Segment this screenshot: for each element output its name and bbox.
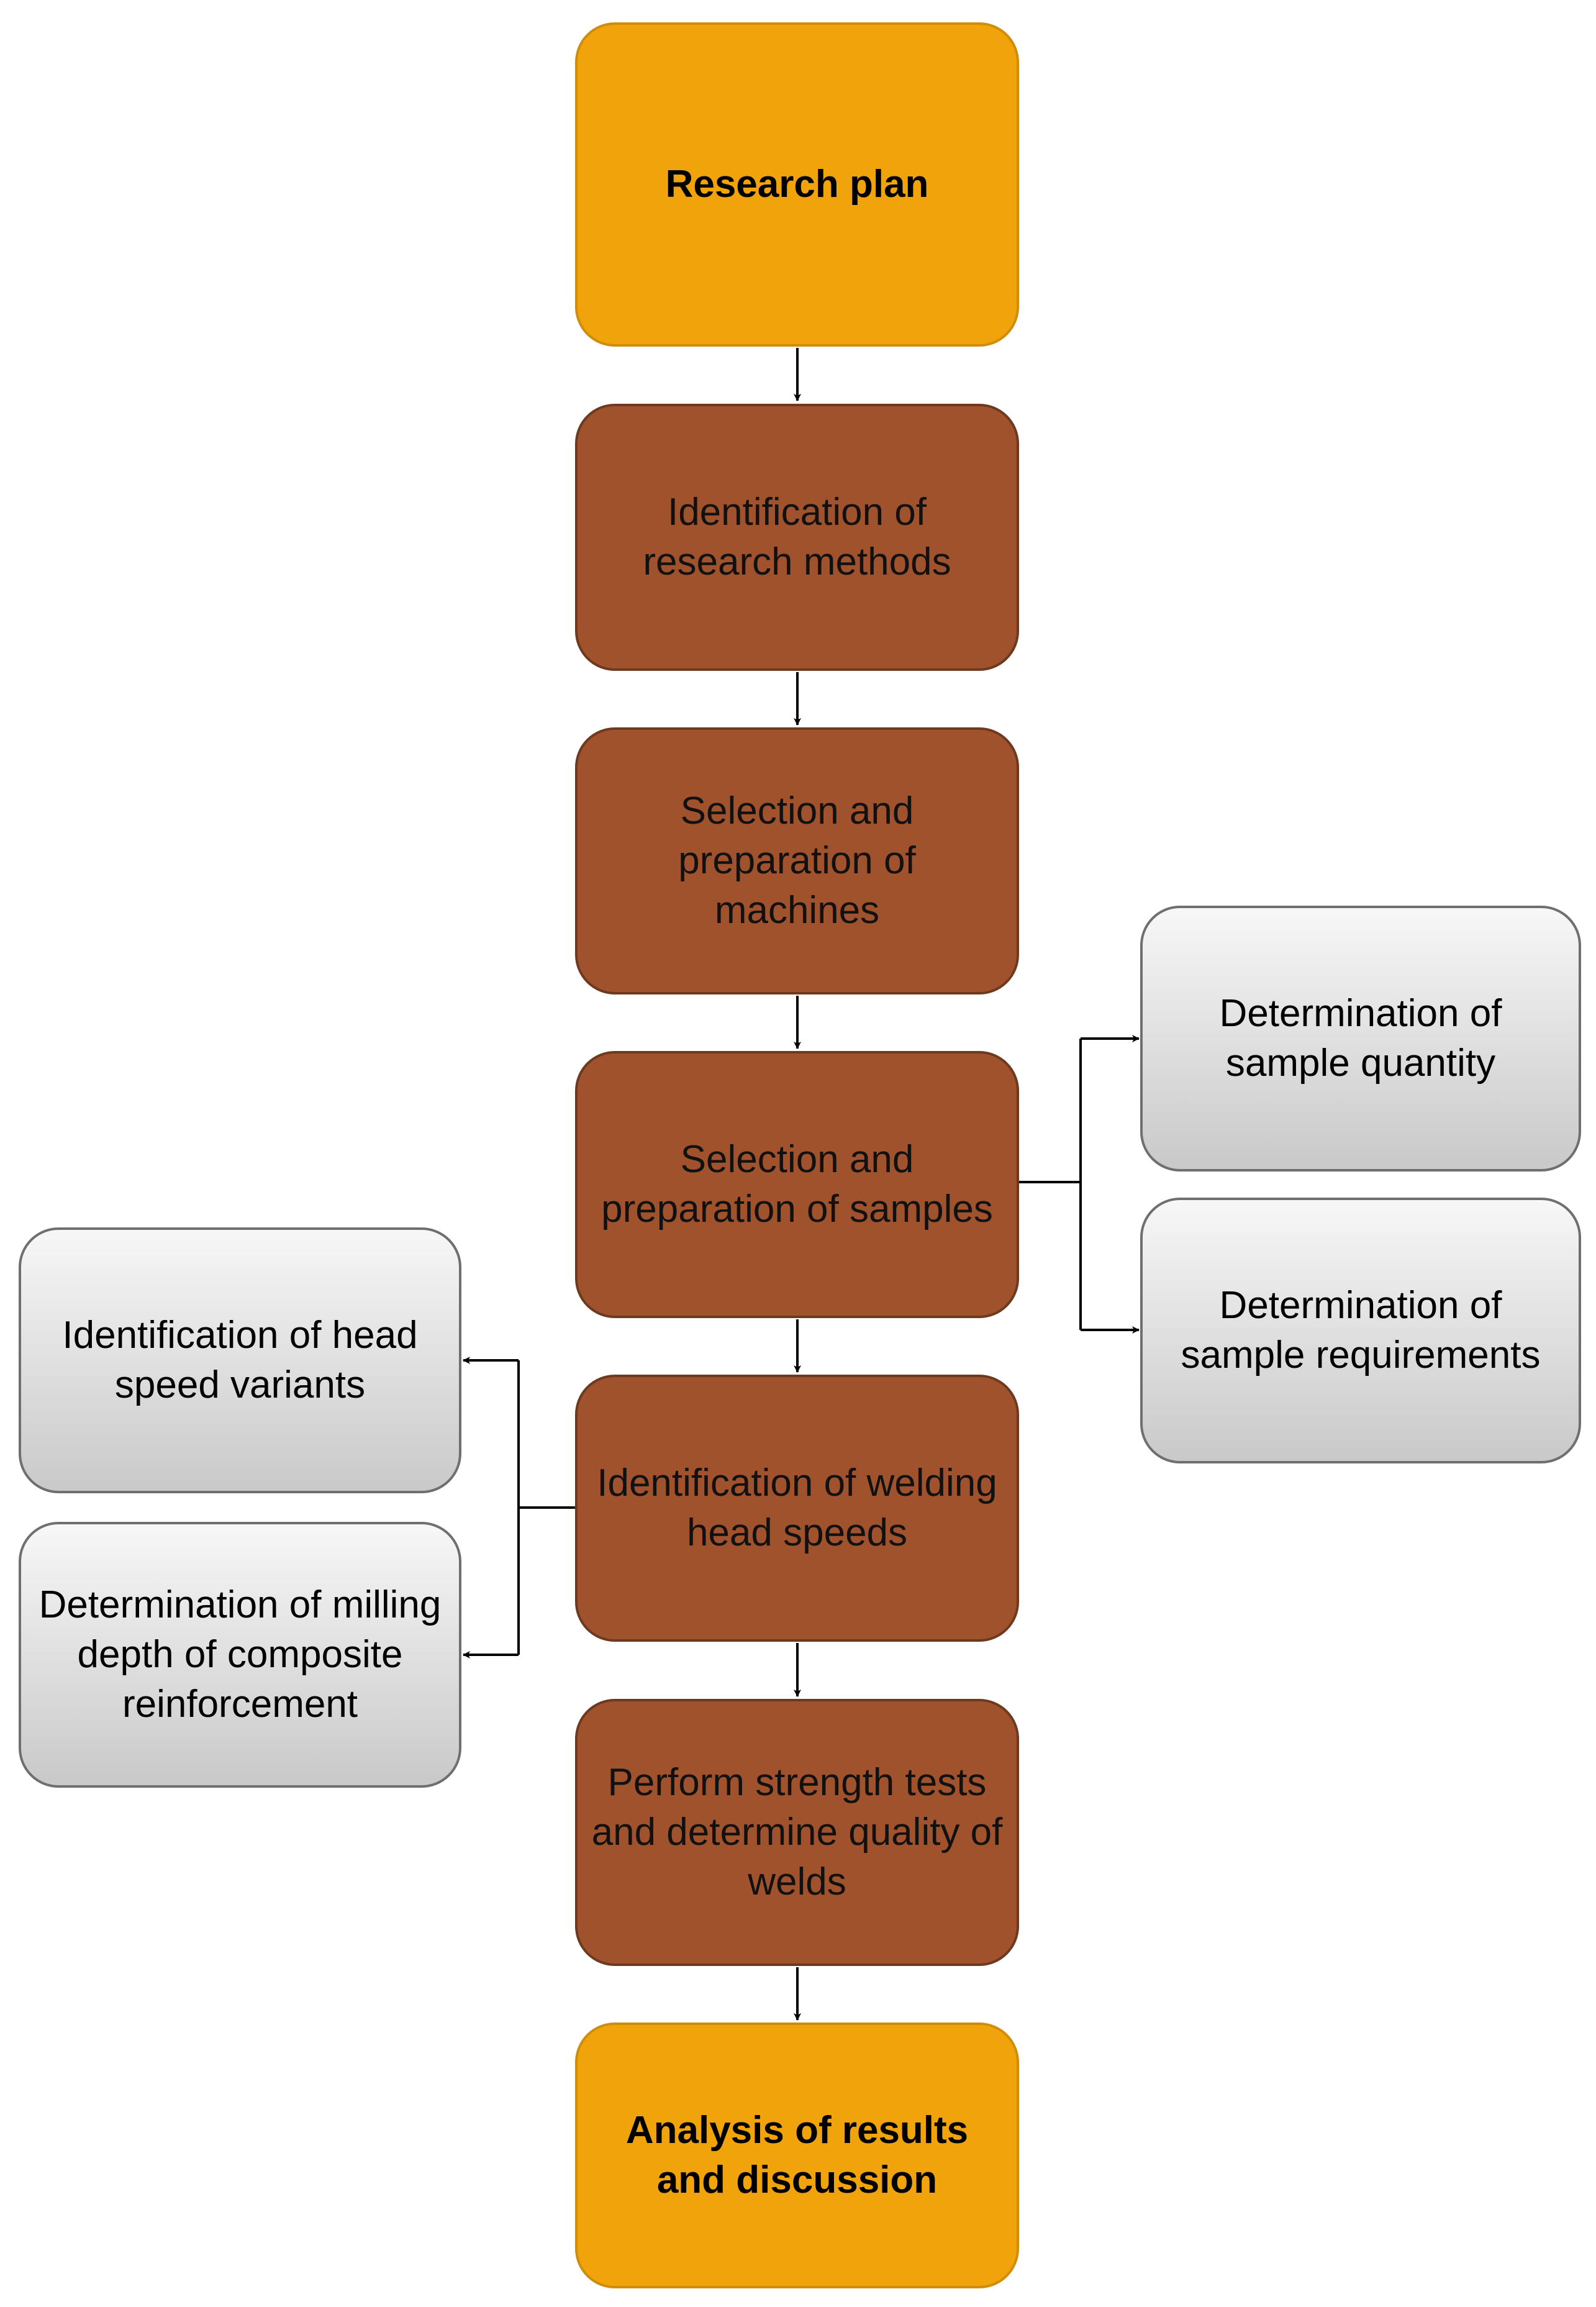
research-plan-label: Research plan xyxy=(665,163,929,206)
milling-depth-label: Determination of milling depth of compos… xyxy=(39,1583,442,1726)
strength-tests-node: Perform strength tests and determine qua… xyxy=(575,1699,1019,1966)
welding-head-speeds-label: Identification of welding head speeds xyxy=(597,1462,997,1554)
research-plan-node: Research plan xyxy=(575,22,1019,347)
sample-quantity-node: Determination of sample quantity xyxy=(1140,906,1581,1172)
selection-machines-label: Selection and preparation of machines xyxy=(678,789,916,932)
analysis-node: Analysis of results and discussion xyxy=(575,2023,1019,2288)
selection-samples-node: Selection and preparation of samples xyxy=(575,1051,1019,1318)
head-speed-variants-label: Identification of head speed variants xyxy=(62,1314,418,1406)
sample-requirements-node: Determination of sample requirements xyxy=(1140,1198,1581,1463)
sample-quantity-label: Determination of sample quantity xyxy=(1219,992,1502,1085)
identification-methods-node: Identification of research methods xyxy=(575,404,1019,671)
sample-requirements-label: Determination of sample requirements xyxy=(1181,1284,1541,1376)
analysis-label: Analysis of results and discussion xyxy=(625,2109,969,2201)
strength-tests-label: Perform strength tests and determine qua… xyxy=(591,1761,1003,1903)
identification-methods-label: Identification of research methods xyxy=(643,491,951,583)
welding-head-speeds-node: Identification of welding head speeds xyxy=(575,1375,1019,1642)
selection-machines-node: Selection and preparation of machines xyxy=(575,727,1019,994)
head-speed-variants-node: Identification of head speed variants xyxy=(19,1227,461,1493)
milling-depth-node: Determination of milling depth of compos… xyxy=(19,1522,461,1788)
selection-samples-label: Selection and preparation of samples xyxy=(601,1138,993,1231)
